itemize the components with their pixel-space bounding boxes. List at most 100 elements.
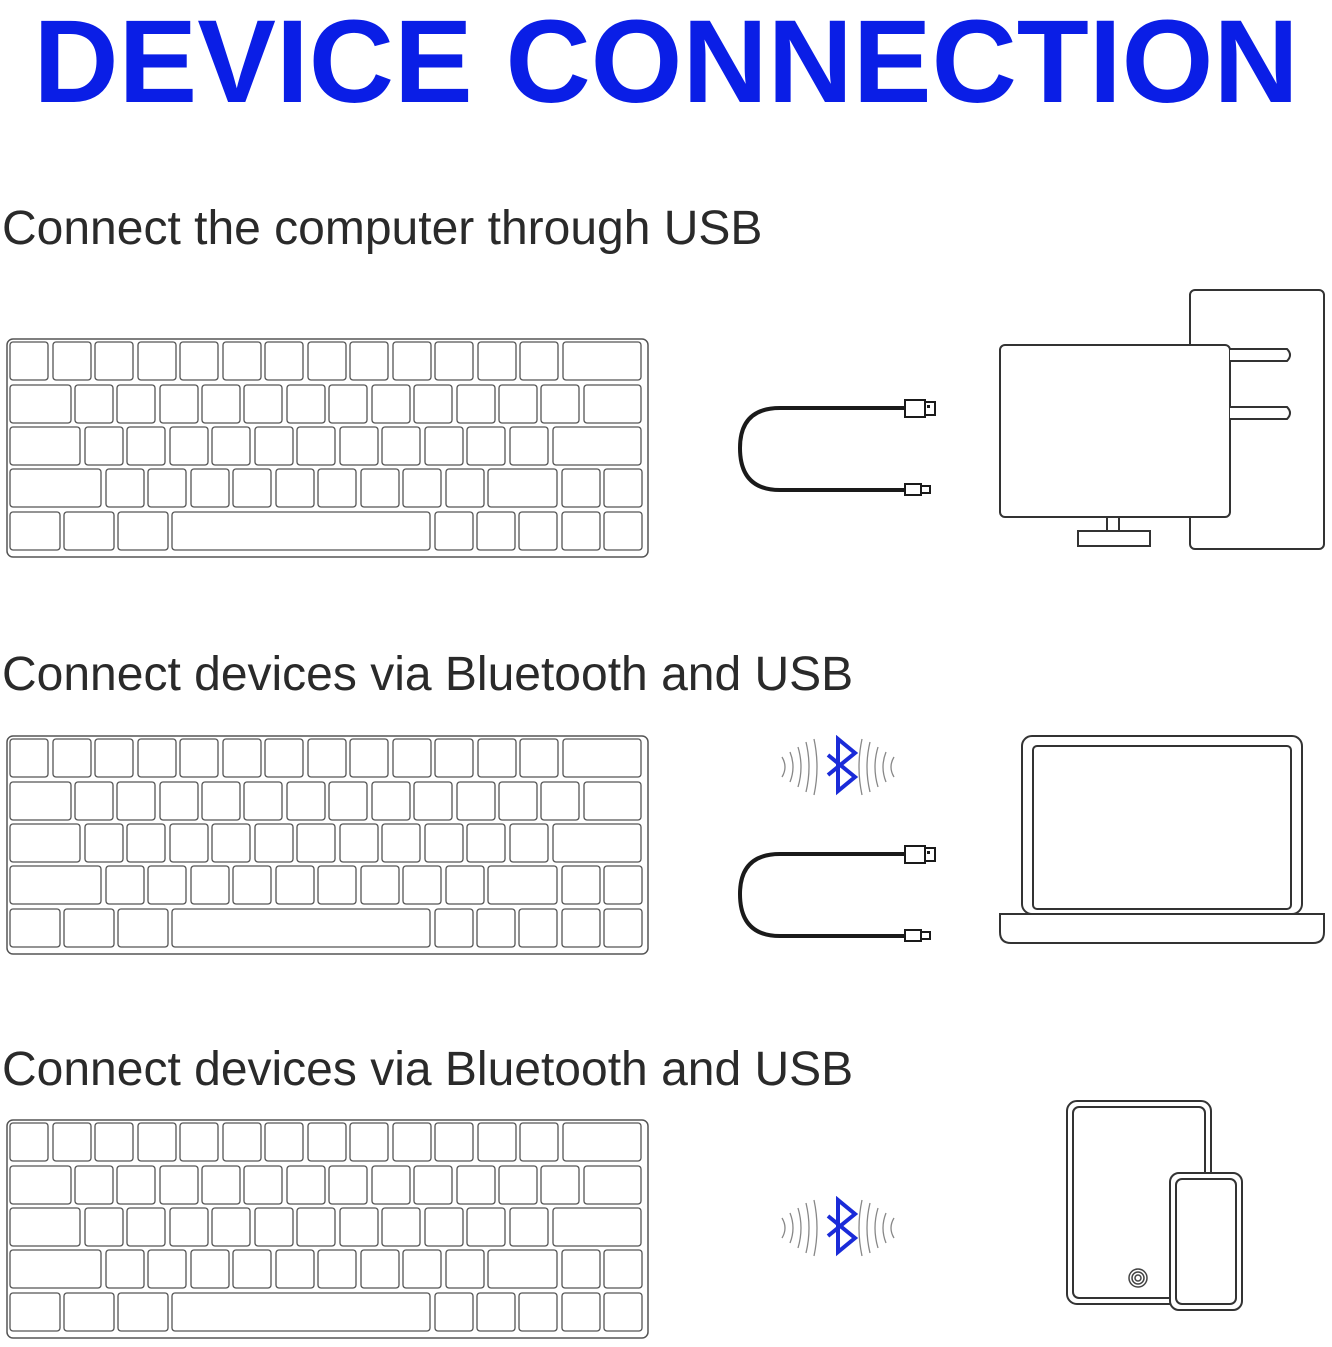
- keyboard-key: [243, 781, 283, 821]
- keyboard-key: [169, 1207, 209, 1247]
- keyboard-key: [74, 384, 114, 424]
- keyboard-key: [190, 1249, 230, 1289]
- keyboard-key: [190, 865, 230, 905]
- keyboard-key: [275, 1249, 315, 1289]
- keyboard-key: [9, 908, 61, 948]
- keyboard-key: [9, 1207, 81, 1247]
- section-heading-bluetooth-usb-2: Connect devices via Bluetooth and USB: [2, 1043, 854, 1096]
- usb-cable-icon: [737, 845, 936, 942]
- keyboard-key: [509, 823, 549, 863]
- keyboard-key: [159, 384, 199, 424]
- keyboard-key: [84, 823, 124, 863]
- keyboard-key: [126, 1207, 166, 1247]
- keyboard-key: [349, 1122, 389, 1162]
- keyboard-key: [518, 511, 558, 551]
- keyboard-key: [424, 426, 464, 466]
- keyboard-key: [63, 908, 115, 948]
- keyboard-key: [583, 781, 642, 821]
- keyboard-key: [456, 1165, 496, 1205]
- keyboard-key: [603, 865, 643, 905]
- keyboard-key: [552, 1207, 642, 1247]
- tablet-phone-icon: [1066, 1100, 1243, 1311]
- keyboard-key: [561, 865, 601, 905]
- signal-wave: [874, 1207, 879, 1249]
- keyboard-key: [52, 341, 92, 381]
- keyboard-key: [9, 468, 102, 508]
- keyboard-key: [286, 781, 326, 821]
- page-title: DEVICE CONNECTION: [33, 0, 1299, 128]
- keyboard-key: [603, 908, 643, 948]
- signal-wave: [890, 756, 895, 778]
- keyboard-key: [307, 738, 347, 778]
- signal-wave: [781, 1217, 786, 1239]
- keyboard-key: [126, 426, 166, 466]
- keyboard-key: [392, 1122, 432, 1162]
- keyboard-key: [477, 738, 517, 778]
- keyboard-key: [211, 1207, 251, 1247]
- keyboard-key: [190, 468, 230, 508]
- keyboard-key: [562, 341, 642, 381]
- keyboard-key: [63, 511, 115, 551]
- keyboard-key: [603, 1249, 643, 1289]
- keyboard-key: [445, 1249, 485, 1289]
- keyboard-key: [424, 823, 464, 863]
- keyboard-key: [445, 865, 485, 905]
- signal-wave: [866, 1202, 871, 1254]
- keyboard-key: [349, 341, 389, 381]
- keyboard-key: [243, 384, 283, 424]
- signal-wave: [781, 756, 786, 778]
- keyboard-key: [583, 1165, 642, 1205]
- keyboard-key: [456, 781, 496, 821]
- signal-wave: [797, 1207, 802, 1249]
- keyboard-key: [147, 865, 187, 905]
- keyboard-key: [434, 738, 474, 778]
- keyboard-key: [476, 1292, 516, 1332]
- keyboard-key: [286, 1165, 326, 1205]
- signal-wave: [805, 741, 810, 793]
- keyboard-key: [171, 1292, 431, 1332]
- keyboard-key: [296, 823, 336, 863]
- keyboard-icon: [6, 735, 649, 955]
- keyboard-key: [360, 865, 400, 905]
- keyboard-key: [307, 1122, 347, 1162]
- keyboard-key: [286, 384, 326, 424]
- keyboard-key: [211, 823, 251, 863]
- keyboard-key: [562, 738, 642, 778]
- keyboard-key: [222, 738, 262, 778]
- keyboard-key: [519, 738, 559, 778]
- signal-wave: [890, 1217, 895, 1239]
- keyboard-key: [254, 426, 294, 466]
- signal-wave: [789, 1212, 794, 1244]
- signal-wave: [874, 746, 879, 788]
- keyboard-key: [402, 468, 442, 508]
- keyboard-key: [381, 1207, 421, 1247]
- keyboard-icon: [6, 1119, 649, 1339]
- keyboard-key: [540, 781, 580, 821]
- keyboard-key: [243, 1165, 283, 1205]
- signal-wave: [858, 738, 863, 796]
- keyboard-key: [159, 1165, 199, 1205]
- keyboard-key: [487, 865, 558, 905]
- keyboard-key: [105, 865, 145, 905]
- keyboard-key: [518, 1292, 558, 1332]
- keyboard-key: [552, 426, 642, 466]
- keyboard-key: [371, 384, 411, 424]
- keyboard-key: [498, 384, 538, 424]
- keyboard-key: [562, 1122, 642, 1162]
- keyboard-key: [169, 426, 209, 466]
- keyboard-key: [126, 823, 166, 863]
- keyboard-key: [117, 908, 169, 948]
- keyboard-key: [603, 1292, 643, 1332]
- bluetooth-icon: [781, 735, 895, 796]
- section-heading-usb: Connect the computer through USB: [2, 202, 763, 255]
- keyboard-key: [317, 1249, 357, 1289]
- keyboard-key: [498, 781, 538, 821]
- keyboard-key: [413, 384, 453, 424]
- keyboard-key: [552, 823, 642, 863]
- keyboard-key: [339, 823, 379, 863]
- keyboard-key: [9, 1122, 49, 1162]
- keyboard-key: [349, 738, 389, 778]
- keyboard-key: [222, 1122, 262, 1162]
- bluetooth-icon: [781, 1196, 895, 1257]
- keyboard-key: [264, 1122, 304, 1162]
